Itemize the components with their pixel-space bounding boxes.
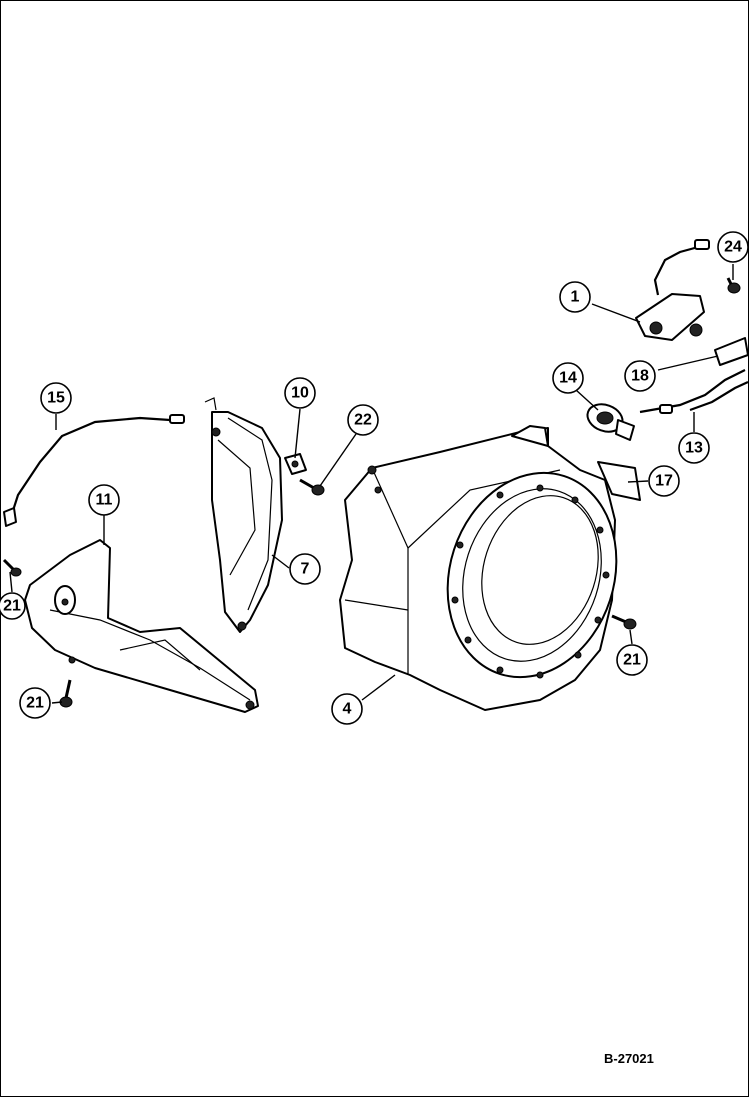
deflector-part — [24, 539, 259, 713]
callout-label: 18 — [631, 368, 649, 385]
callout-label: 21 — [26, 695, 44, 712]
blower-housing-part — [339, 425, 618, 711]
screw-21-left-part — [2, 558, 22, 577]
cover-plate-part — [204, 397, 283, 633]
callout-label: 21 — [623, 652, 641, 669]
gasket-part — [597, 461, 641, 501]
callout-1: 1 — [559, 281, 591, 313]
callout-label: 14 — [559, 370, 577, 387]
screw-24-part — [726, 277, 741, 294]
switch-bracket-part — [635, 239, 710, 341]
callout-label: 4 — [343, 701, 352, 718]
callout-21-left: 21 — [0, 592, 26, 620]
callout-label: 21 — [3, 598, 21, 615]
screw-21-right-part — [611, 614, 637, 630]
callout-22: 22 — [347, 404, 379, 436]
callout-label: 10 — [291, 385, 309, 402]
callout-18: 18 — [624, 360, 656, 392]
wire-lead-13-part — [639, 369, 749, 414]
bracket-18-part — [714, 337, 749, 366]
wire-lead-part — [3, 414, 185, 527]
screw-22-part — [299, 478, 325, 496]
callout-11: 11 — [88, 484, 120, 516]
callout-label: 24 — [724, 239, 742, 256]
figure-reference-number: B-27021 — [604, 1051, 654, 1066]
callout-label: 17 — [655, 473, 673, 490]
callout-17: 17 — [648, 465, 680, 497]
leader-lines — [9, 264, 734, 704]
callout-label: 15 — [47, 390, 65, 407]
callout-13: 13 — [678, 432, 710, 464]
callout-4: 4 — [331, 693, 363, 725]
callout-24-top: 24 — [717, 231, 749, 263]
callout-7: 7 — [289, 553, 321, 585]
callout-21-right: 21 — [616, 644, 648, 676]
callout-label: 11 — [96, 492, 113, 509]
sensor-part — [586, 403, 635, 441]
callout-14: 14 — [552, 362, 584, 394]
callout-label: 7 — [301, 561, 310, 578]
callout-21-bottom: 21 — [19, 687, 51, 719]
screw-21-bottom-part — [59, 679, 73, 708]
housing-bolt-holes — [451, 484, 610, 679]
callout-10: 10 — [284, 377, 316, 409]
callout-label: 13 — [685, 440, 703, 457]
callout-label: 1 — [571, 289, 580, 306]
callout-label: 22 — [354, 412, 372, 429]
callout-15: 15 — [40, 382, 72, 414]
